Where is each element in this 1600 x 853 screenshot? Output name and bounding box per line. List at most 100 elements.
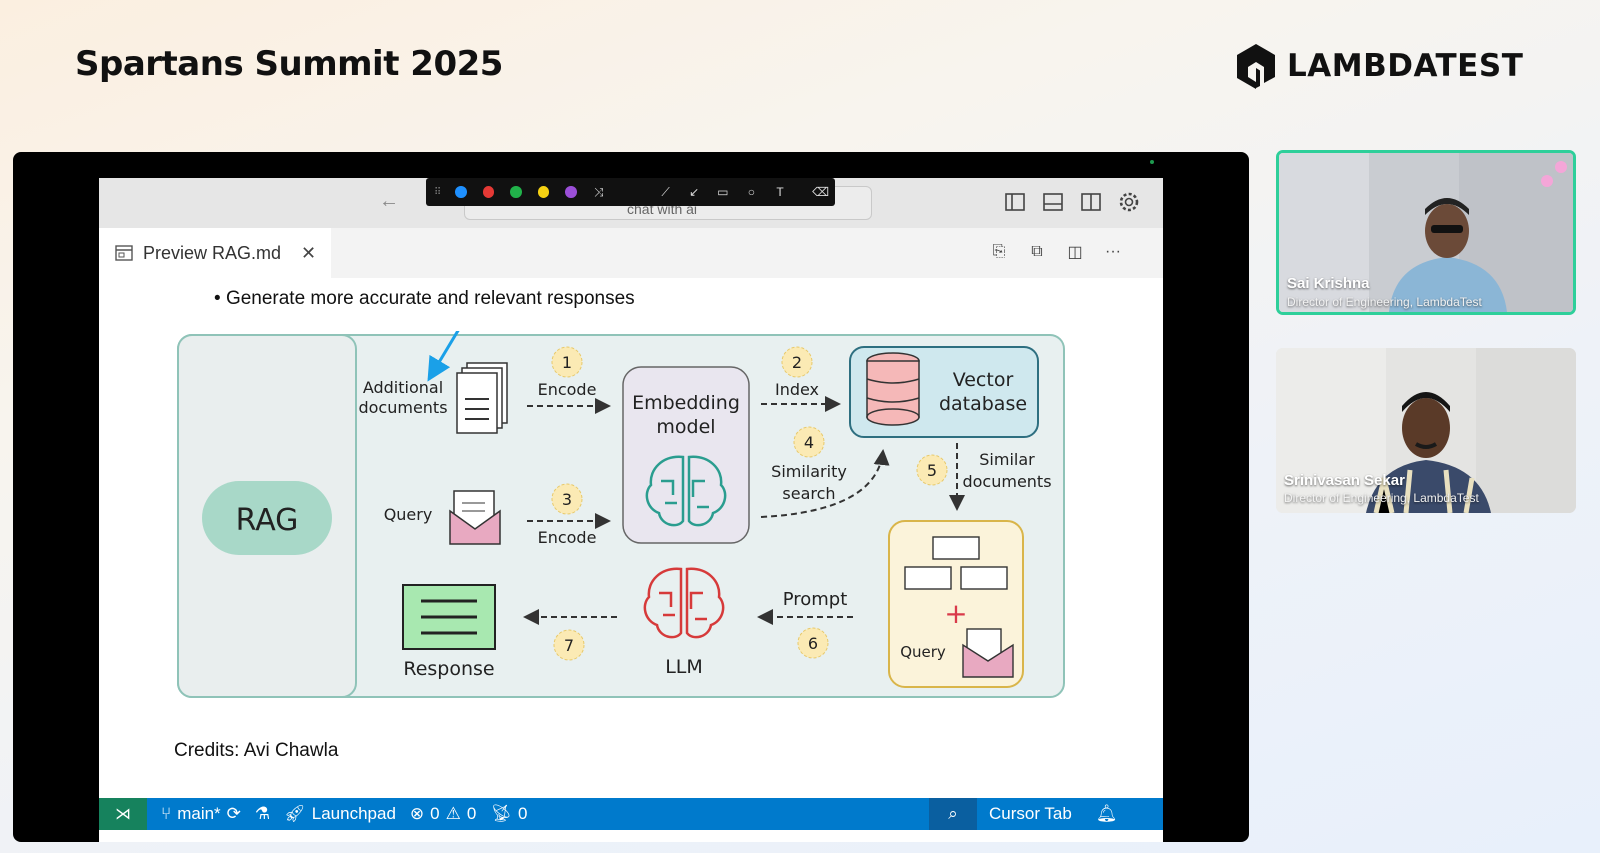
editor-window: ← chat with ai ⠿ ⤨ ⟋ ↙ ▭ ○ T ⌫ — [99, 178, 1163, 842]
context-mail-icon — [962, 628, 1014, 678]
warnings-count: 0 — [466, 804, 477, 823]
step-6: 6 — [808, 634, 818, 653]
open-source-icon[interactable]: ⎘ — [992, 243, 1006, 260]
step-3: 3 — [562, 490, 572, 509]
tab-label: Preview RAG.md — [143, 242, 282, 263]
cursor-tab-label[interactable]: Cursor Tab — [989, 804, 1072, 823]
similar-docs-label-2: documents — [962, 472, 1051, 491]
query-label: Query — [384, 505, 433, 524]
color-yellow-button[interactable] — [537, 186, 550, 198]
tab-bar: Preview RAG.md ✕ ⎘ ⧉ ◫ ··· — [99, 228, 1163, 278]
similar-docs-icon — [904, 536, 1008, 590]
shared-screen: ← chat with ai ⠿ ⤨ ⟋ ↙ ▭ ○ T ⌫ — [13, 152, 1249, 842]
brain-teal-icon — [645, 455, 727, 527]
branch-status[interactable]: ⑂ main* ⟳ — [161, 804, 241, 824]
shuffle-icon[interactable]: ⤨ — [594, 184, 604, 199]
errors-count: 0 — [430, 804, 440, 823]
rocket-icon: 🚀︎ — [284, 804, 306, 823]
query-mail-icon — [449, 490, 501, 545]
rectangle-tool-icon[interactable]: ▭ — [717, 185, 729, 199]
share-indicator — [1150, 160, 1154, 164]
participant-role-2: Director of Engineering, LambdaTest — [1284, 491, 1479, 505]
database-icon — [866, 352, 920, 426]
participant-role-1: Director of Engineering, LambdaTest — [1287, 295, 1482, 309]
close-tab-icon[interactable]: ✕ — [301, 242, 317, 263]
problems-status[interactable]: ⊗ 0 ⚠ 0 — [410, 804, 476, 824]
llm-label: LLM — [665, 656, 703, 678]
step-badge-3 — [551, 483, 583, 515]
encode-label-3: Encode — [538, 528, 597, 547]
annotation-toolbar: ⠿ ⤨ ⟋ ↙ ▭ ○ T ⌫ — [426, 178, 835, 206]
step-7: 7 — [564, 636, 574, 655]
line-tool-icon[interactable]: ⟋ — [661, 184, 670, 199]
color-purple-button[interactable] — [565, 186, 577, 198]
open-changes-icon[interactable]: ⧉ — [1031, 243, 1043, 260]
back-arrow-icon[interactable]: ← — [379, 190, 399, 212]
arrow-tool-icon[interactable]: ↙ — [689, 185, 700, 199]
preview-icon — [115, 245, 133, 261]
step-badge-5 — [916, 454, 948, 486]
step-badge-4 — [793, 426, 825, 458]
tab-preview-rag[interactable]: Preview RAG.md ✕ — [99, 228, 331, 278]
similarity-label-2: search — [782, 484, 835, 503]
source-control-icon[interactable]: ⚗ — [254, 804, 271, 823]
toggle-panel-icon[interactable] — [1041, 190, 1065, 214]
arrow-similarity-search — [760, 449, 890, 518]
step-2: 2 — [792, 353, 802, 372]
participant-tile-1[interactable]: Sai Krishna Director of Engineering, Lam… — [1276, 150, 1576, 315]
rag-label: RAG — [236, 503, 299, 538]
step-5: 5 — [927, 461, 937, 480]
remote-icon[interactable]: ⋊ — [99, 798, 147, 830]
settings-gear-icon[interactable] — [1117, 190, 1141, 214]
error-icon: ⊗ — [409, 804, 425, 823]
drag-handle-icon[interactable]: ⠿ — [434, 186, 442, 198]
encode-label-1: Encode — [538, 380, 597, 399]
embedding-label-2: model — [656, 416, 715, 438]
preview-content: • Generate more accurate and relevant re… — [99, 278, 1163, 798]
notifications-bell-icon[interactable]: 🔔︎ — [1095, 804, 1118, 823]
text-tool-icon[interactable]: T — [776, 185, 784, 199]
title-bar: ← chat with ai ⠿ ⤨ ⟋ ↙ ▭ ○ T ⌫ — [99, 178, 1163, 228]
lambdatest-logo-icon — [1237, 44, 1275, 89]
rag-pill — [202, 481, 332, 555]
additional-docs-label-2: documents — [358, 398, 447, 417]
participant-name-2: Srinivasan Sekar — [1284, 472, 1405, 489]
branch-icon: ⑂ — [161, 804, 172, 823]
eraser-tool-icon[interactable]: ⌫ — [812, 185, 830, 199]
launchpad-button[interactable]: 🚀︎ Launchpad — [284, 804, 396, 824]
vector-db-label-2: database — [939, 393, 1027, 415]
step-1: 1 — [562, 353, 572, 372]
sync-icon[interactable]: ⟳ — [226, 804, 241, 823]
split-editor-icon[interactable]: ◫ — [1067, 244, 1083, 261]
brand-logo: LAMBDATEST — [1233, 42, 1523, 90]
prompt-label: Prompt — [783, 589, 848, 610]
toggle-sidebar-icon[interactable] — [1003, 190, 1027, 214]
ports-status[interactable]: 📡︎ 0 — [490, 804, 527, 824]
broadcast-icon: 📡︎ — [490, 804, 512, 823]
bullet-item: • Generate more accurate and relevant re… — [214, 288, 635, 309]
participant-name-1: Sai Krishna — [1287, 275, 1370, 292]
participant-video-2 — [1276, 348, 1576, 513]
step-4: 4 — [804, 433, 814, 452]
credits-text: Credits: Avi Chawla — [174, 740, 339, 761]
step-badge-6 — [797, 627, 829, 659]
color-blue-button[interactable] — [455, 186, 467, 198]
documents-icon — [456, 362, 508, 434]
step-badge-2 — [781, 346, 813, 378]
brand-name: LAMBDATEST — [1287, 48, 1524, 84]
more-actions-icon[interactable]: ··· — [1105, 243, 1121, 260]
plus-icon: + — [944, 597, 967, 630]
embedding-label-1: Embedding — [632, 392, 740, 414]
similarity-label-1: Similarity — [771, 462, 847, 481]
color-red-button[interactable] — [482, 186, 495, 198]
response-label: Response — [403, 658, 494, 680]
annotation-arrow — [427, 331, 460, 382]
circle-tool-icon[interactable]: ○ — [747, 185, 756, 199]
toggle-secondary-sidebar-icon[interactable] — [1079, 190, 1103, 214]
participant-tile-2[interactable]: Srinivasan Sekar Director of Engineering… — [1276, 348, 1576, 513]
zoom-icon[interactable]: ⌕ — [929, 798, 977, 830]
status-bar: ⋊ ⑂ main* ⟳ ⚗ 🚀︎ Launchpad ⊗ 0 ⚠ 0 📡︎ 0 — [99, 798, 1163, 830]
step-badge-1 — [551, 346, 583, 378]
similar-docs-label-1: Similar — [979, 450, 1035, 469]
color-green-button[interactable] — [510, 186, 522, 198]
